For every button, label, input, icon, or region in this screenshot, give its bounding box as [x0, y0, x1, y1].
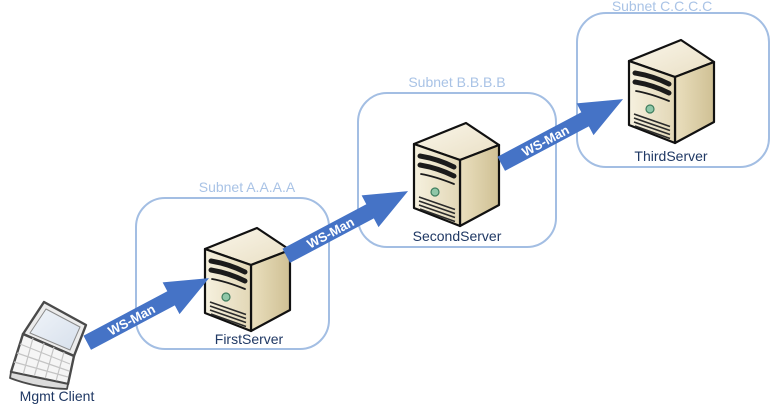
server-icon-second: [406, 119, 506, 234]
laptop-icon: [6, 298, 106, 395]
server-icon-third: [621, 36, 721, 151]
server-label-second: SecondServer: [412, 228, 502, 244]
subnet-c-label: Subnet C.C.C.C: [611, 0, 713, 14]
subnet-a-label: Subnet A.A.A.A: [198, 179, 296, 195]
server-label-first: FirstServer: [214, 331, 284, 347]
ws-man-arrow-2: WS-Man: [277, 172, 419, 273]
arrow-3-label: WS-Man: [519, 122, 571, 159]
client-label: Mgmt Client: [19, 388, 95, 404]
server-label-third: ThirdServer: [634, 148, 708, 164]
subnet-b-label: Subnet B.B.B.B: [408, 74, 506, 90]
ws-man-arrow-3: WS-Man: [492, 80, 634, 181]
ws-man-arrow-1: WS-Man: [78, 259, 220, 360]
server-icon-first: [197, 224, 297, 339]
arrow-2-label: WS-Man: [304, 214, 356, 251]
